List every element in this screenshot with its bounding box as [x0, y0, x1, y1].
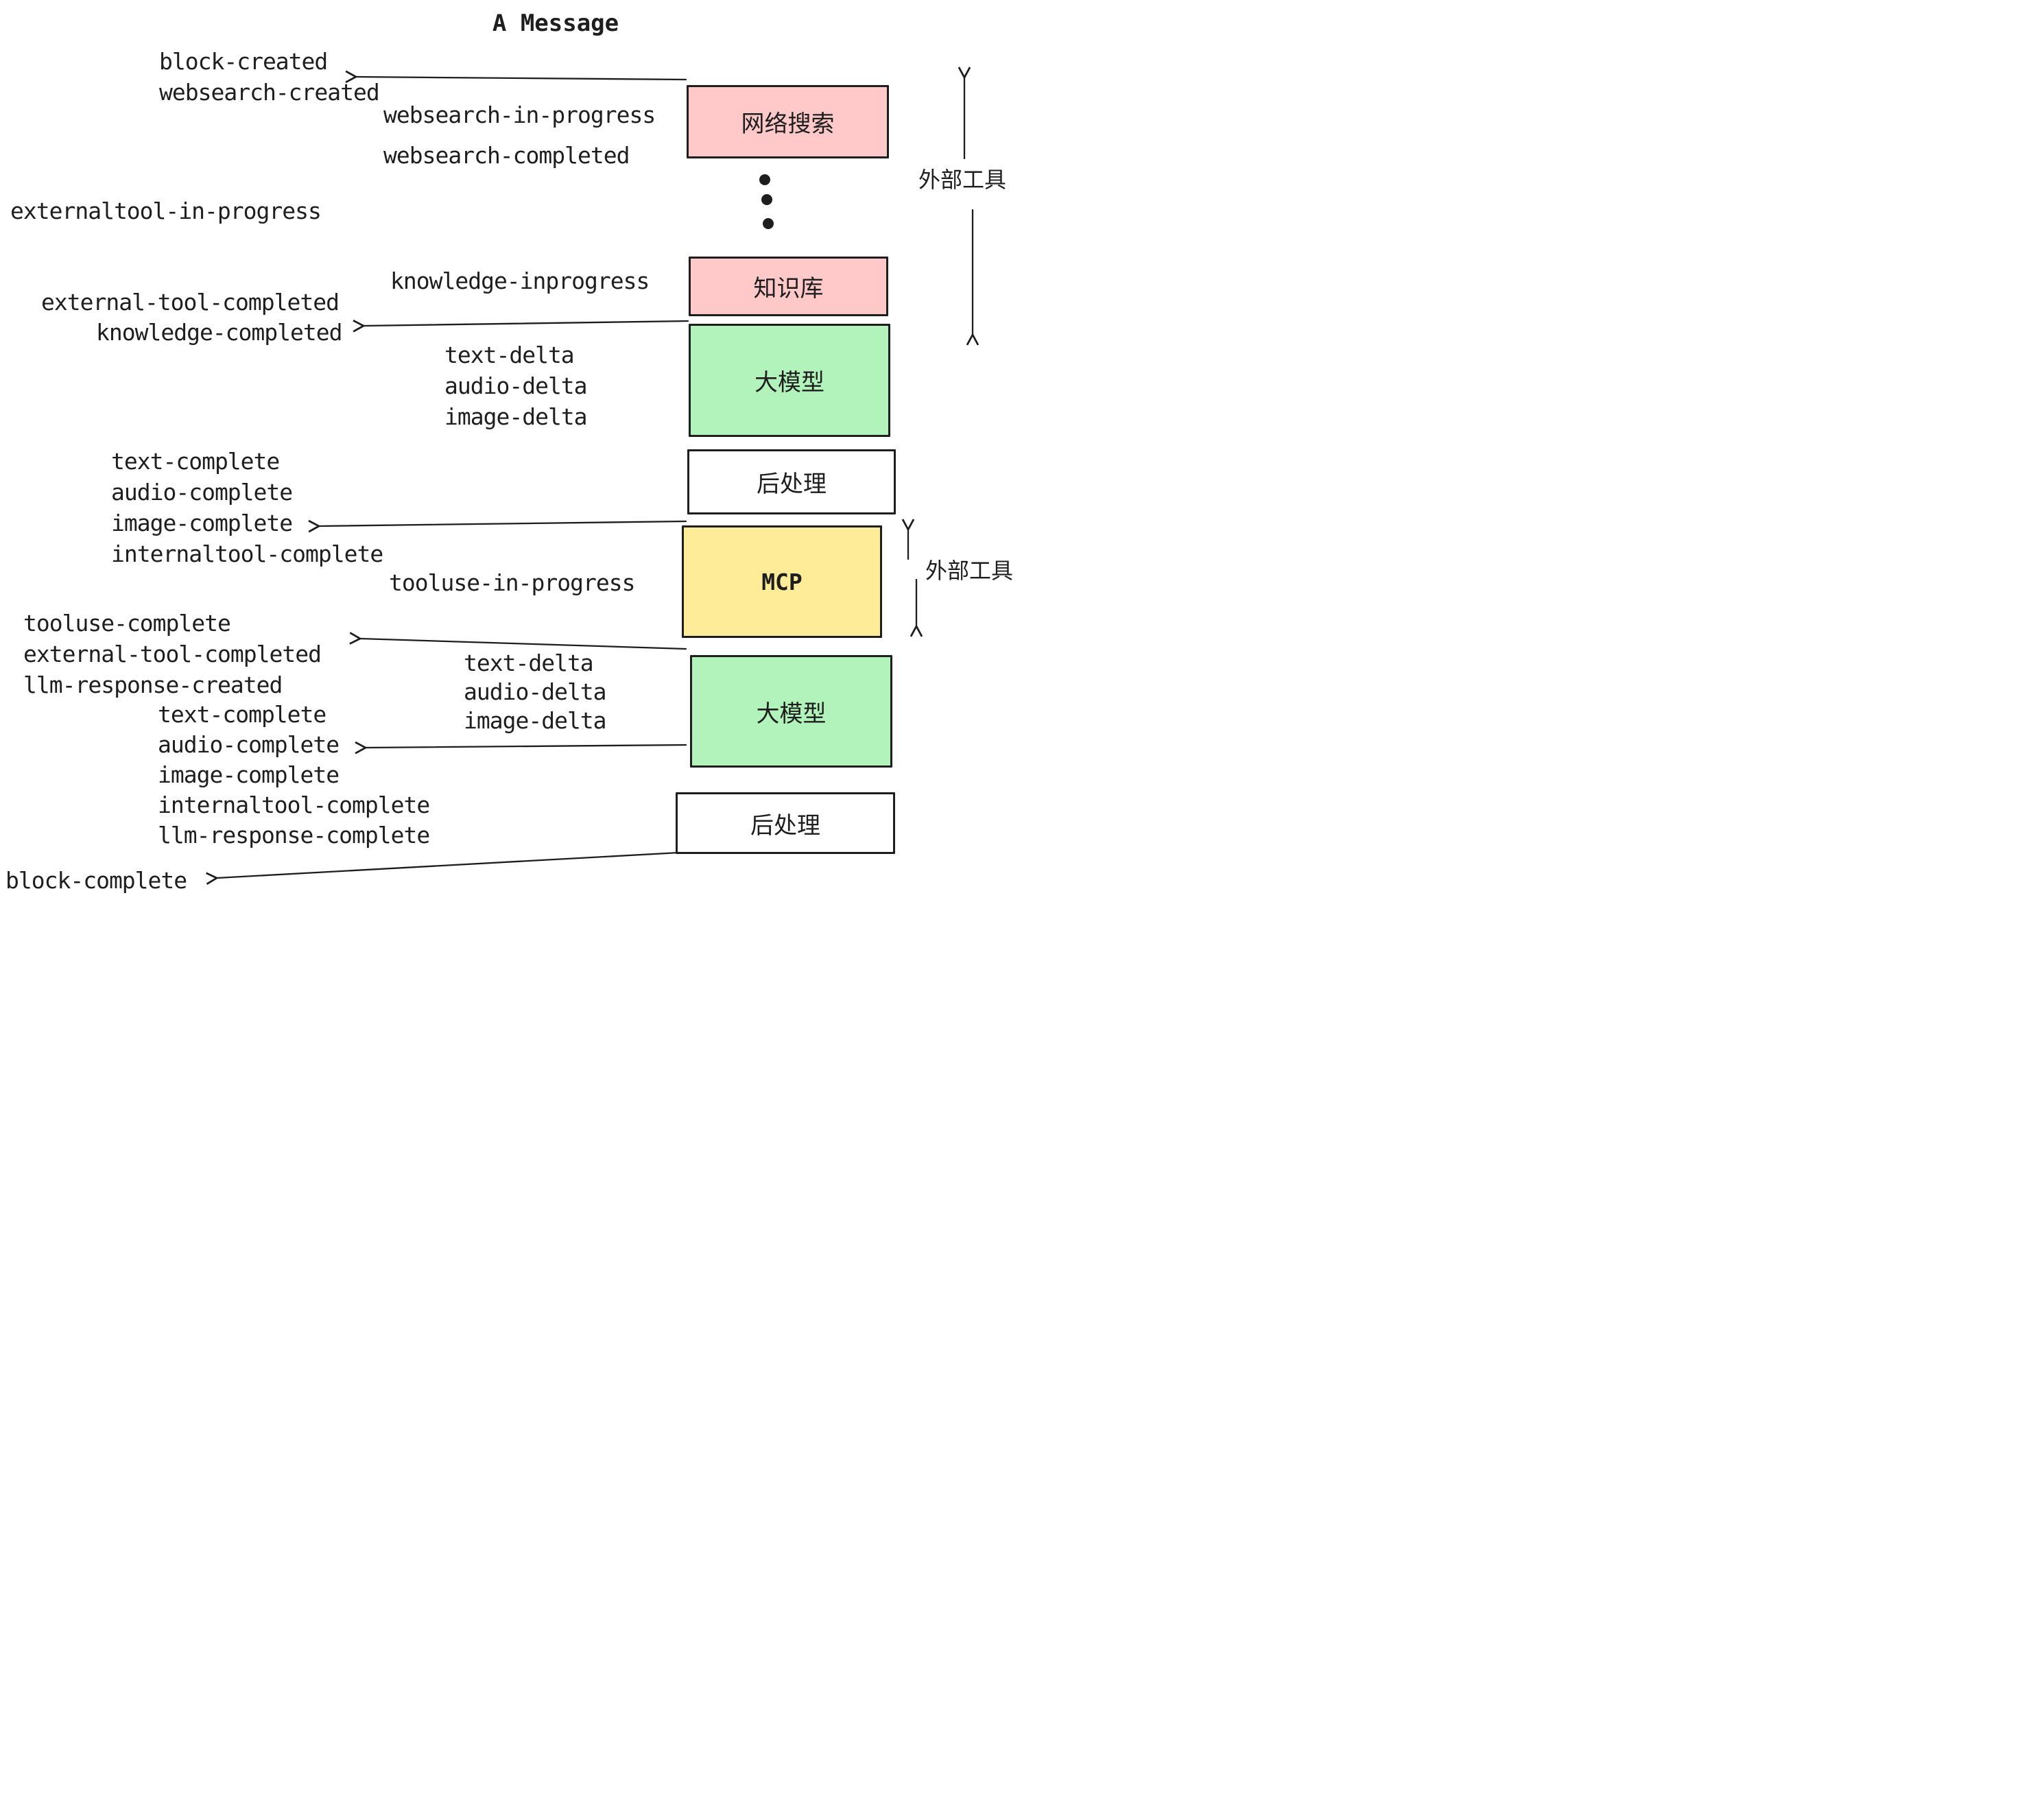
event-label-websearch-completed: websearch-completed: [383, 142, 630, 169]
event-label-llm-response-complete: llm-response-complete: [158, 822, 430, 848]
box-mcp-label: MCP: [761, 568, 803, 595]
diagram-canvas: A Message block-created websearch-create…: [0, 0, 1022, 902]
box-mcp: MCP: [682, 525, 882, 638]
event-label-websearch-in-progress: websearch-in-progress: [383, 102, 656, 128]
event-group-delta-2: text-delta audio-delta image-delta: [464, 649, 607, 735]
event-label-llm-response-created: llm-response-created: [23, 672, 283, 698]
diagram-title: A Message: [492, 10, 619, 37]
external-tools-label-bottom: 外部工具: [925, 558, 1013, 584]
ellipsis-dot-2: [761, 194, 772, 205]
event-label-text-complete-2: text-complete: [158, 701, 326, 728]
ellipsis-dot-1: [759, 174, 770, 185]
box-websearch: 网络搜索: [687, 85, 889, 158]
event-label-block-complete: block-complete: [5, 867, 187, 894]
event-label-knowledge-inprogress: knowledge-inprogress: [390, 268, 650, 294]
event-group-tooluse-complete: tooluse-complete external-tool-completed…: [23, 608, 322, 700]
event-label-audio-delta-2: audio-delta: [464, 678, 607, 705]
event-label-knowledge-completed: knowledge-completed: [96, 319, 342, 346]
arrow-to-knowledge-completed: [353, 319, 689, 333]
box-postprocess-2-label: 后处理: [750, 811, 820, 840]
event-label-audio-complete-2: audio-complete: [158, 731, 340, 758]
box-llm-1: 大模型: [689, 324, 890, 437]
box-knowledge: 知识库: [689, 257, 888, 316]
box-postprocess-1-label: 后处理: [757, 471, 827, 498]
event-label-text-delta-1: text-delta: [444, 342, 575, 368]
event-group-complete-2: text-complete audio-complete image-compl…: [158, 700, 430, 851]
arrow-to-tooluse-complete: [349, 632, 687, 650]
box-websearch-label: 网络搜索: [741, 110, 835, 138]
event-label-internaltool-complete-2: internaltool-complete: [158, 792, 430, 818]
event-label-text-delta-2: text-delta: [464, 650, 594, 676]
event-label-image-complete-2: image-complete: [158, 761, 340, 788]
event-label-tooluse-in-progress: tooluse-in-progress: [389, 569, 635, 596]
box-llm-2: 大模型: [690, 655, 892, 768]
event-label-externaltool-in-progress: externaltool-in-progress: [10, 198, 322, 224]
external-tools-label-top: 外部工具: [918, 167, 1006, 193]
event-label-external-tool-completed: external-tool-completed: [41, 289, 340, 316]
ellipsis-dot-3: [763, 218, 774, 229]
event-label-external-tool-completed-2: external-tool-completed: [23, 641, 322, 667]
event-label-image-complete-1: image-complete: [111, 510, 293, 536]
event-label-text-complete-1: text-complete: [111, 448, 280, 475]
event-group-complete-1: text-complete audio-complete image-compl…: [111, 446, 383, 569]
arrow-to-block-complete: [206, 851, 680, 886]
box-postprocess-2: 后处理: [676, 792, 895, 854]
arrow-to-websearch-created: [345, 70, 687, 84]
event-label-image-delta-1: image-delta: [444, 403, 588, 430]
box-llm-2-label: 大模型: [756, 700, 827, 728]
box-knowledge-label: 知识库: [753, 275, 824, 302]
event-label-audio-complete-1: audio-complete: [111, 479, 293, 506]
event-group-delta-1: text-delta audio-delta image-delta: [444, 340, 588, 432]
event-label-websearch-created: websearch-created: [159, 79, 380, 106]
event-label-block-created: block-created: [159, 48, 328, 75]
event-label-audio-delta-1: audio-delta: [444, 372, 588, 399]
event-label-internaltool-complete-1: internaltool-complete: [111, 541, 383, 567]
event-label-tooluse-complete: tooluse-complete: [23, 610, 231, 637]
box-llm-1-label: 大模型: [754, 369, 824, 396]
box-postprocess-1: 后处理: [687, 449, 896, 514]
event-label-image-delta-2: image-delta: [464, 707, 607, 734]
